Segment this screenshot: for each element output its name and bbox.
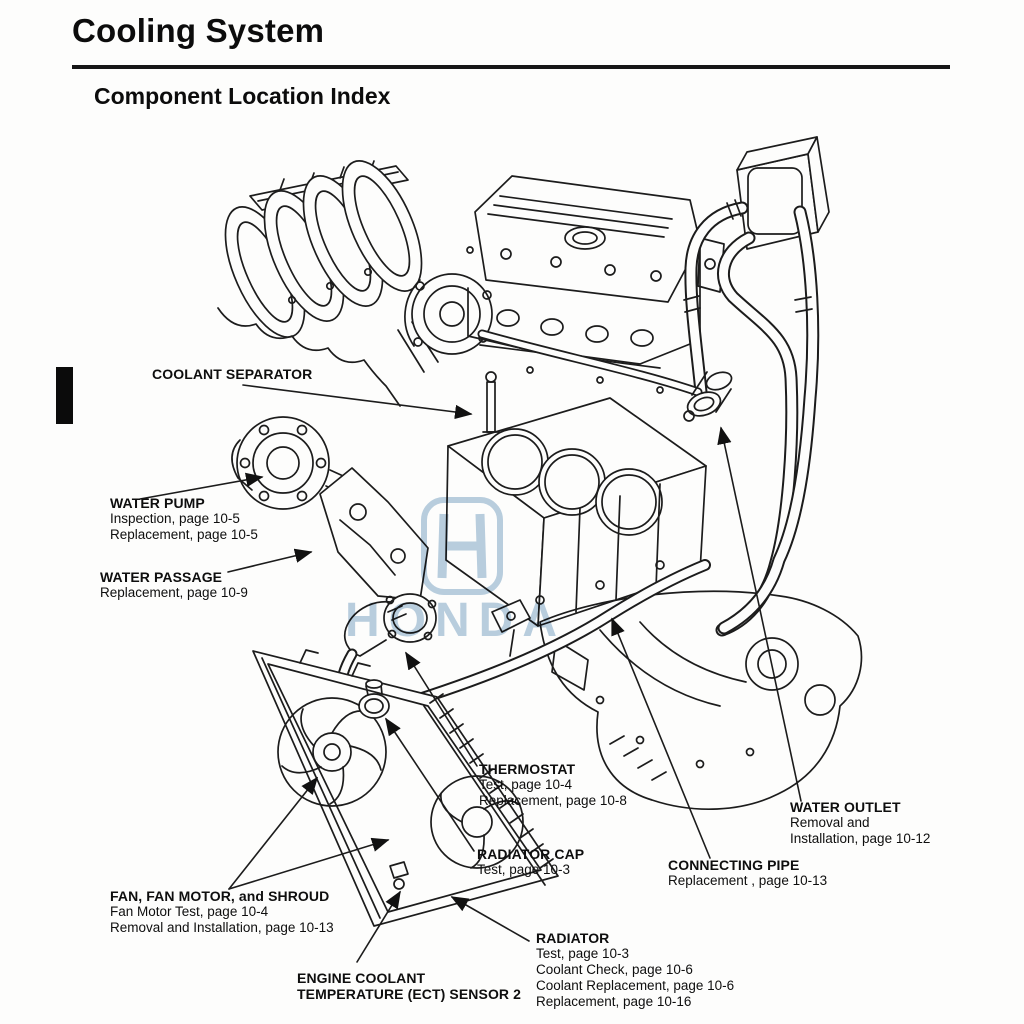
callout-title: COOLANT SEPARATOR	[152, 366, 313, 382]
radiator-cap-part	[358, 679, 390, 719]
callout-line: Removal and Installation, page 10-13	[110, 920, 334, 935]
callout-line: Test, page 10-3	[536, 946, 630, 961]
callout-line: Installation, page 10-12	[790, 831, 931, 846]
water-passage-part	[319, 467, 429, 601]
leader-water-passage	[227, 548, 313, 573]
callout-ect-sensor-2: ENGINE COOLANT TEMPERATURE (ECT) SENSOR …	[297, 970, 521, 1002]
callout-title: CONNECTING PIPE	[668, 857, 800, 873]
connecting-pipe-part	[372, 559, 711, 718]
callout-thermostat: THERMOSTAT Test, page 10-4 Replacement, …	[479, 761, 627, 809]
callout-line: Replacement, page 10-9	[100, 585, 248, 600]
leader-thermostat	[405, 651, 478, 767]
callout-water-passage: WATER PASSAGE Replacement, page 10-9	[100, 569, 248, 601]
callout-line: Replacement, page 10-16	[536, 994, 692, 1009]
callout-title: ENGINE COOLANT	[297, 970, 426, 986]
callout-coolant-separator: COOLANT SEPARATOR	[152, 366, 312, 382]
radiator-part	[252, 649, 559, 927]
callout-line: Test, page 10-4	[479, 777, 573, 792]
chapter-tab-marker	[56, 367, 73, 424]
callout-line: Removal and	[790, 815, 870, 830]
callout-radiator: RADIATOR Test, page 10-3 Coolant Check, …	[536, 930, 734, 1010]
callout-line: Inspection, page 10-5	[110, 511, 240, 526]
callout-line: Replacement , page 10-13	[668, 873, 828, 888]
callout-radiator-cap: RADIATOR CAP Test, page 10-3	[477, 846, 584, 878]
lower-engine-part	[539, 590, 863, 811]
callout-title: WATER PASSAGE	[100, 569, 223, 585]
leader-radiator	[450, 896, 530, 942]
coolant-separator-part	[482, 371, 500, 433]
callout-water-pump: WATER PUMP Inspection, page 10-5 Replace…	[110, 495, 258, 543]
callout-fan-fan-motor-shroud: FAN, FAN MOTOR, and SHROUD Fan Motor Tes…	[110, 888, 334, 936]
leader-fan-lower	[228, 837, 390, 890]
water-outlet-part	[683, 371, 733, 422]
callout-title: WATER OUTLET	[790, 799, 901, 815]
ect-sensor-part	[389, 861, 409, 890]
leader-water-pump	[139, 472, 264, 500]
callout-title: WATER PUMP	[110, 495, 205, 511]
heater-pipe-part	[477, 329, 703, 397]
leader-ect-sensor	[356, 890, 401, 963]
throttle-body-part	[404, 273, 493, 355]
callout-line: Replacement, page 10-5	[110, 527, 258, 542]
callout-line: Replacement, page 10-8	[479, 793, 627, 808]
callout-line: Coolant Check, page 10-6	[536, 962, 693, 977]
callout-line: Test, page 10-3	[477, 862, 571, 877]
callout-title: FAN, FAN MOTOR, and SHROUD	[110, 888, 330, 904]
page-title: Cooling System	[72, 12, 325, 49]
leader-fan-upper	[228, 776, 318, 890]
title-rule	[72, 65, 950, 69]
callout-line: Fan Motor Test, page 10-4	[110, 904, 269, 919]
leader-radiator-cap	[385, 717, 475, 852]
leader-connecting-pipe	[611, 617, 711, 859]
valve-cover-part	[474, 175, 725, 303]
callout-connecting-pipe: CONNECTING PIPE Replacement , page 10-13	[668, 857, 827, 889]
section-title: Component Location Index	[94, 83, 391, 109]
callout-water-outlet: WATER OUTLET Removal and Installation, p…	[790, 799, 930, 847]
callout-title: RADIATOR	[536, 930, 610, 946]
leader-lines	[139, 384, 802, 963]
heater-hoses-part	[683, 199, 820, 637]
callout-title: THERMOSTAT	[479, 761, 576, 777]
intake-manifold-part	[217, 160, 439, 407]
callout-line: Coolant Replacement, page 10-6	[536, 978, 735, 993]
engine-block-part	[445, 397, 707, 627]
callout-title: RADIATOR CAP	[477, 846, 585, 862]
leader-water-outlet	[717, 426, 802, 802]
callout-title: TEMPERATURE (ECT) SENSOR 2	[297, 986, 522, 1002]
leader-coolant-separator	[242, 384, 473, 420]
